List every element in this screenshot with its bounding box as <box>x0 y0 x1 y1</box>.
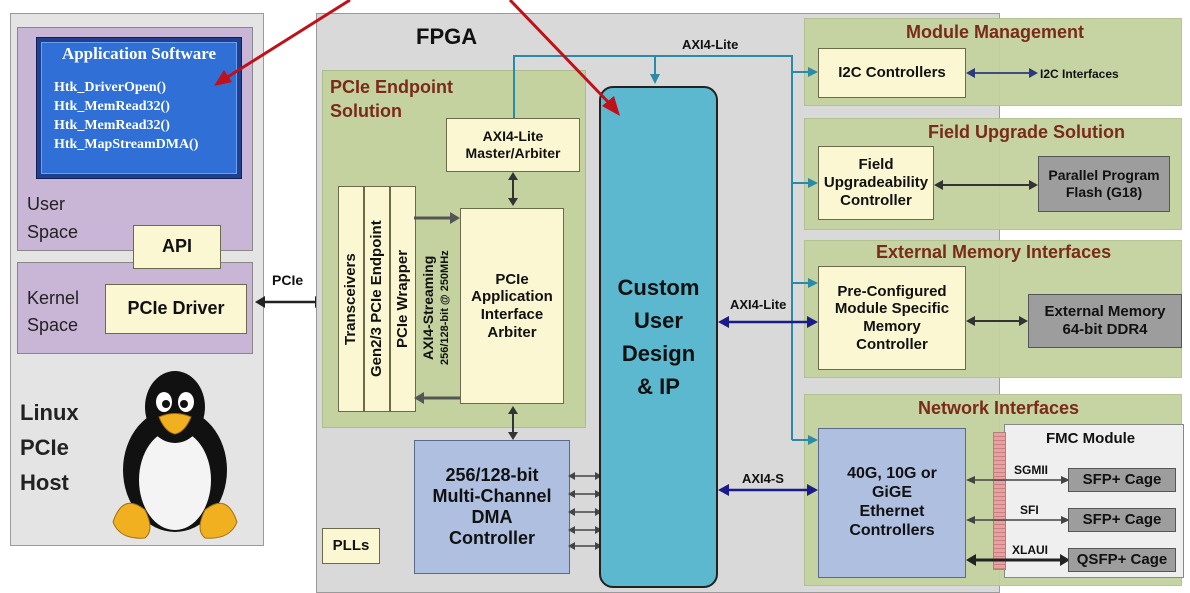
ddr4-link-arrow <box>966 316 1028 326</box>
fmc-module-title: FMC Module <box>1046 430 1136 447</box>
transceivers-block: Transceivers <box>338 186 364 412</box>
dma-channel-arrows <box>568 472 602 550</box>
app-software-title: Application Software <box>61 44 217 63</box>
gen-pcie-endpoint-block: Gen2/3 PCIe Endpoint <box>364 186 390 412</box>
axi4-lite-mid-label: AXI4-Lite <box>730 297 787 312</box>
pcie-wrapper-block: PCIe Wrapper <box>390 186 416 412</box>
sfi-label: SFI <box>1020 503 1039 517</box>
red-callout-arrows <box>214 0 620 116</box>
pcie-link-arrow <box>255 296 325 308</box>
sfp-cage-1: SFP+ Cage <box>1068 468 1176 492</box>
application-software-inner <box>41 42 237 174</box>
qsfp-cage: QSFP+ Cage <box>1068 548 1176 572</box>
tux-penguin-icon <box>112 371 238 539</box>
axi4-s-label: AXI4-S <box>742 471 784 486</box>
flash-link-arrow <box>934 180 1038 190</box>
network-interfaces-title: Network Interfaces <box>918 398 1080 418</box>
api-call: Htk_DriverOpen() <box>54 80 166 95</box>
api-box: API <box>133 225 221 269</box>
pcie-link-label: PCIe <box>272 272 304 288</box>
fpga-title: FPGA <box>416 24 478 49</box>
axi4-lite-bus <box>513 55 818 445</box>
axi4-lite-top-label: AXI4-Lite <box>682 37 739 52</box>
sgmii-label: SGMII <box>1014 463 1049 477</box>
plls-box: PLLs <box>322 528 380 564</box>
i2c-controllers-box: I2C Controllers <box>818 48 966 98</box>
sfp-cage-2: SFP+ Cage <box>1068 508 1176 532</box>
custom-to-controllers-arrows <box>718 316 818 496</box>
field-upgrade-title: Field Upgrade Solution <box>928 122 1125 142</box>
i2c-interfaces-label: I2C Interfaces <box>1040 67 1119 81</box>
i2c-link-arrow <box>966 68 1038 78</box>
module-management-title: Module Management <box>906 22 1085 42</box>
xlaui-label: XLAUI <box>1012 543 1048 557</box>
arbiter-vertical-arrows <box>508 172 518 440</box>
streaming-arrows <box>414 212 460 404</box>
api-call: Htk_MapStreamDMA() <box>54 137 199 152</box>
fmc-connector-stripe <box>993 432 1006 570</box>
fmc-link-arrows <box>966 476 1070 566</box>
external-memory-title: External Memory Interfaces <box>876 242 1112 262</box>
api-call: Htk_MemRead32() <box>54 99 170 114</box>
api-call: Htk_MemRead32() <box>54 118 170 133</box>
pcie-driver-box: PCIe Driver <box>105 284 247 334</box>
